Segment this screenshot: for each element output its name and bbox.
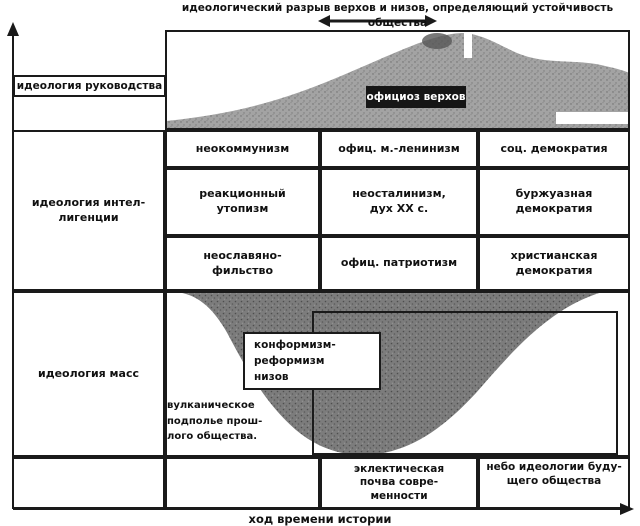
- gap-arrow-right-head-icon: [425, 15, 437, 27]
- bottom-row-empty-left: [12, 457, 165, 509]
- gap-arrow-left-head-icon: [318, 15, 330, 27]
- top-caption: идеологический разрыв верхов и низов, оп…: [181, 2, 614, 29]
- mountain-peak-notch: [464, 33, 472, 58]
- grid-cell-bourgeois-democracy: буржуазная демократия: [478, 168, 630, 236]
- bottom-row-future-sky: небо идеологии буду- щего общества: [478, 457, 630, 509]
- x-axis-label: ход времени истории: [248, 512, 392, 526]
- bottom-row-eclectic-soil: эклектическая почва совре- менности: [320, 457, 478, 509]
- leadership-ideology-box: идеология руководства: [13, 75, 166, 97]
- top-region-frame: [165, 30, 630, 130]
- officialdom-mountain-shape: [166, 33, 629, 128]
- grid-cell-official-marxism-leninism: офиц. м.-ленинизм: [320, 130, 478, 168]
- grid-cell-neostalinism: неосталинизм, дух XX с.: [320, 168, 478, 236]
- mass-band-frame: [165, 291, 630, 457]
- officialdom-label: официоз верхов: [366, 86, 466, 108]
- grid-cell-neoslavophilism: неославяно- фильство: [165, 236, 320, 291]
- grid-cell-official-patriotism: офиц. патриотизм: [320, 236, 478, 291]
- y-axis-arrow-icon: [7, 22, 19, 36]
- intelligentsia-ideology-cell: идеология интел- лигенции: [12, 130, 165, 291]
- grid-cell-reactionary-utopism: реакционный утопизм: [165, 168, 320, 236]
- mountain-peak-smudge: [422, 33, 452, 49]
- grid-cell-christian-democracy: христианская демократия: [478, 236, 630, 291]
- mountain-right-white-bar: [556, 112, 628, 124]
- x-axis-arrow-icon: [620, 503, 634, 515]
- masses-ideology-cell: идеология масс: [12, 291, 165, 457]
- grid-cell-social-democracy: соц. демократия: [478, 130, 630, 168]
- volcanic-underground-note: вулканическое подполье прош- лого общест…: [167, 400, 263, 442]
- grid-cell-neocommunism: неокоммунизм: [165, 130, 320, 168]
- conformism-box: конформизм- реформизм низов: [243, 332, 381, 390]
- bottom-row-empty-a: [165, 457, 320, 509]
